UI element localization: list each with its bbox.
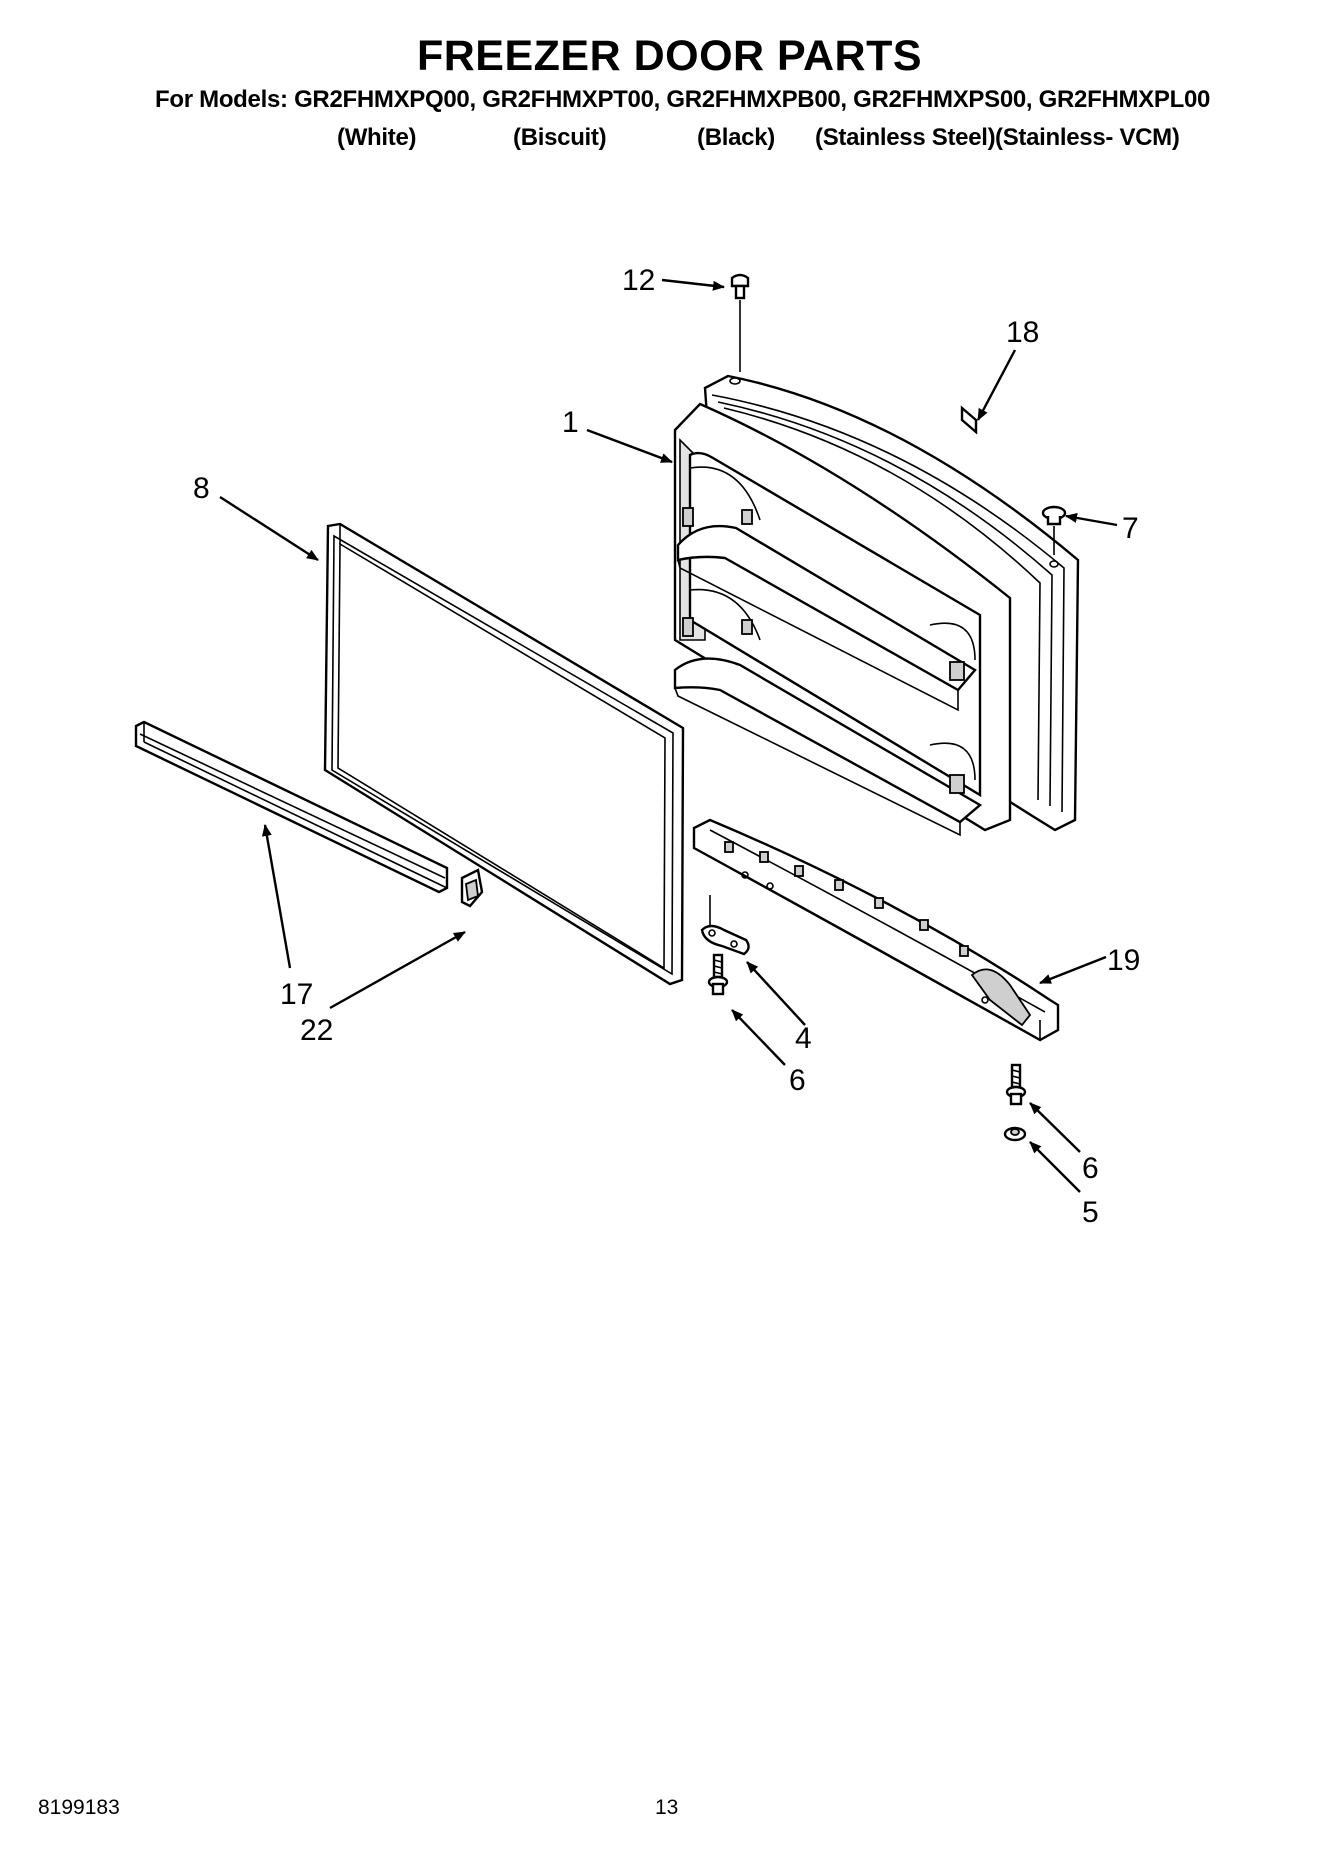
- document-number: 8199183: [38, 1796, 120, 1819]
- callout-1: 1: [562, 406, 579, 439]
- callout-5: 5: [1082, 1196, 1099, 1229]
- callout-19: 19: [1107, 944, 1140, 977]
- gasket-part: [323, 522, 685, 986]
- callout-17: 17: [280, 978, 313, 1011]
- color-biscuit: (Biscuit): [513, 124, 607, 151]
- hinge-screw-part-b: [1005, 1063, 1027, 1106]
- callout-6-right: 6: [1082, 1152, 1099, 1185]
- callout-7: 7: [1122, 512, 1139, 545]
- washer-part: [1003, 1126, 1027, 1142]
- screw-part: [730, 273, 750, 372]
- color-stainless-vcm: (Stainless- VCM): [995, 124, 1180, 151]
- hinge-screw-part-a: [707, 953, 729, 996]
- leader-lines: [219, 278, 1118, 1193]
- hinge-bracket-part: [692, 818, 1060, 1042]
- color-stainless-steel: (Stainless Steel): [815, 124, 996, 151]
- page-number: 13: [655, 1796, 679, 1819]
- callout-4: 4: [795, 1022, 812, 1055]
- color-black: (Black): [697, 124, 775, 151]
- plug-part: [1041, 505, 1067, 555]
- callout-6-left: 6: [789, 1064, 806, 1097]
- color-white: (White): [337, 124, 417, 151]
- trim-strip-part: [134, 720, 449, 894]
- label-part: [960, 405, 978, 435]
- hinge-plate-part: [700, 895, 750, 956]
- callout-8: 8: [193, 472, 210, 505]
- callout-18: 18: [1006, 316, 1039, 349]
- callout-12: 12: [622, 264, 655, 297]
- page-title: FREEZER DOOR PARTS: [416, 32, 923, 80]
- model-list: For Models: GR2FHMXPQ00, GR2FHMXPT00, GR…: [155, 86, 1211, 113]
- door-liner-part: [673, 374, 1080, 837]
- end-cap-part: [460, 868, 484, 908]
- callout-22: 22: [300, 1014, 333, 1047]
